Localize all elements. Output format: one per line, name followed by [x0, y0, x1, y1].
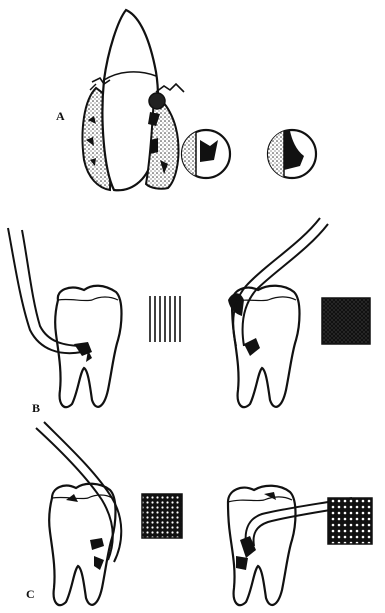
- molar-c-left-illustration: [49, 484, 115, 605]
- panel-label-c: C: [26, 587, 35, 601]
- panel-label-b: B: [32, 401, 40, 415]
- magnified-view-2: [268, 130, 316, 178]
- texture-solid-block: [322, 298, 370, 344]
- molar-c-right-illustration: [228, 486, 296, 605]
- panel-c: C: [26, 422, 372, 605]
- magnified-view-1: [182, 130, 230, 178]
- panel-b: B: [8, 218, 370, 415]
- panel-label-a: A: [56, 109, 65, 123]
- texture-dot-grid-2: [328, 498, 372, 544]
- texture-vertical-lines: [150, 296, 180, 342]
- texture-dot-grid-1: [142, 494, 182, 538]
- panel-a: A: [56, 10, 316, 190]
